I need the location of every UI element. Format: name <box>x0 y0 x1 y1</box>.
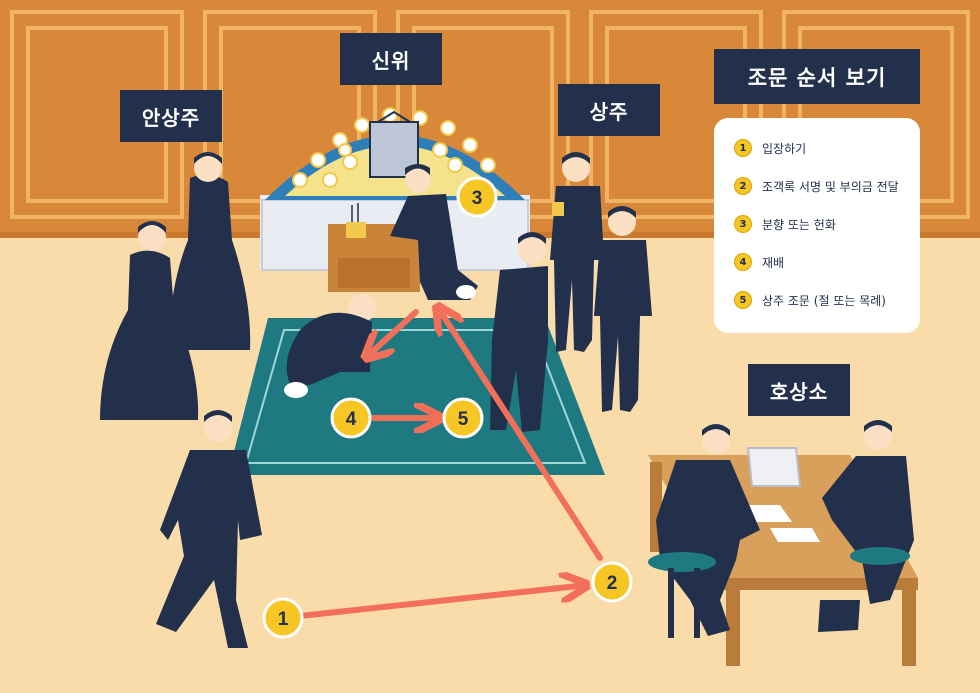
legend-item: 3 분향 또는 헌화 <box>734 214 836 234</box>
mourner-figures <box>100 152 914 648</box>
legend-number: 3 <box>734 215 752 233</box>
label-sinwi: 신위 <box>340 33 442 85</box>
label-sangju: 상주 <box>558 84 660 136</box>
legend-item: 4 재배 <box>734 252 784 272</box>
step-2-label: 2 <box>607 573 618 594</box>
label-ansangju: 안상주 <box>120 90 222 142</box>
legend-text: 조객록 서명 및 부의금 전달 <box>762 179 899 194</box>
step-badge-3: 3 <box>456 176 498 218</box>
legend-number: 1 <box>734 139 752 157</box>
legend-number: 2 <box>734 177 752 195</box>
step-1-label: 1 <box>278 609 289 630</box>
legend-item: 1 입장하기 <box>734 138 806 158</box>
arrow-3-to-4 <box>372 309 419 352</box>
step-badge-2: 2 <box>591 561 633 603</box>
arrow-1-to-2 <box>297 586 578 619</box>
legend-text: 재배 <box>762 255 785 270</box>
carpet <box>228 318 605 475</box>
route-arrows <box>297 309 603 619</box>
legend-text: 상주 조문 (절 또는 목례) <box>762 293 886 308</box>
legend-text: 분향 또는 헌화 <box>762 217 836 232</box>
step-5-label: 5 <box>458 409 469 430</box>
label-hosangso: 호상소 <box>748 364 850 416</box>
legend-item: 2 조객록 서명 및 부의금 전달 <box>734 176 899 196</box>
step-4-label: 4 <box>346 409 357 430</box>
legend-title: 조문 순서 보기 <box>714 49 920 104</box>
step-3-label: 3 <box>472 188 483 209</box>
step-badges: 1 2 3 4 5 <box>262 176 633 639</box>
legend-item: 5 상주 조문 (절 또는 목례) <box>734 290 886 310</box>
legend-text: 입장하기 <box>762 141 807 156</box>
legend-number: 4 <box>734 253 752 271</box>
legend-panel: 1 입장하기 2 조객록 서명 및 부의금 전달 3 분향 또는 헌화 4 재배… <box>714 118 920 333</box>
step-badge-1: 1 <box>262 597 304 639</box>
arrow-2-to-3 <box>442 314 603 561</box>
step-badge-5: 5 <box>442 397 484 439</box>
step-badge-4: 4 <box>330 397 372 439</box>
legend-number: 5 <box>734 291 752 309</box>
